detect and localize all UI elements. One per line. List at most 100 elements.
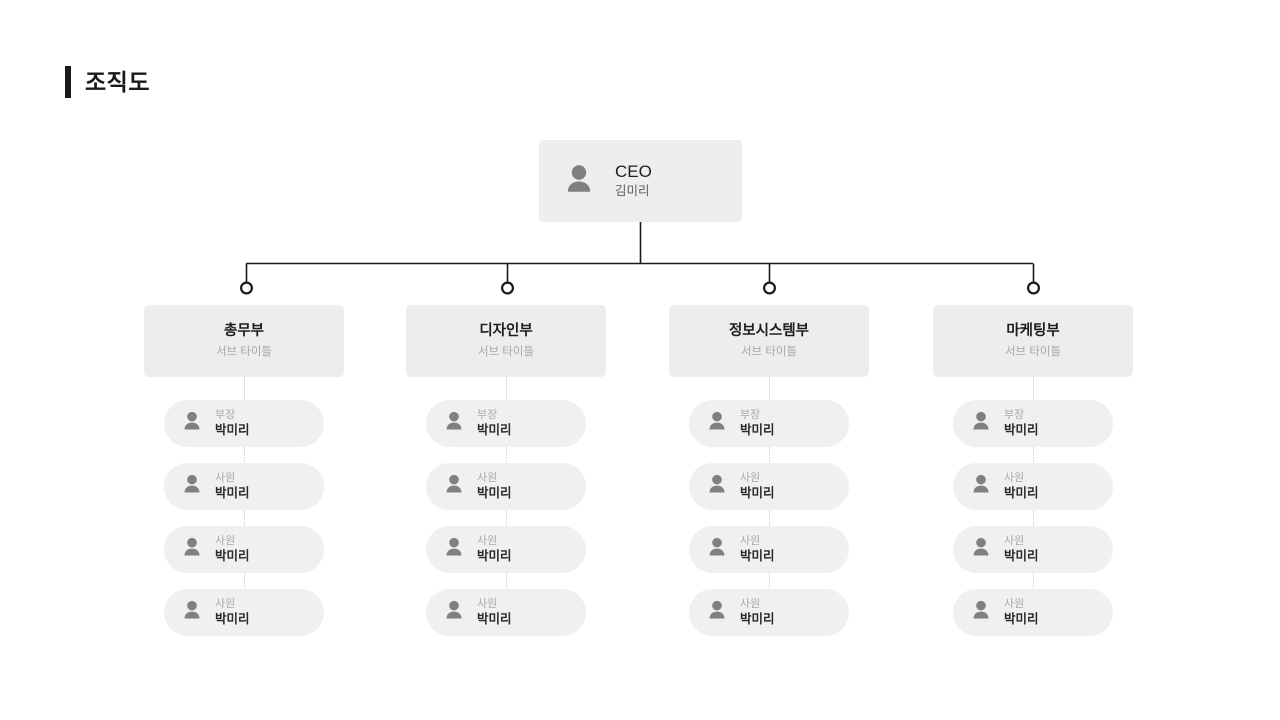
- member-role: 부장: [740, 409, 761, 422]
- person-icon: [969, 598, 993, 627]
- member-role: 사원: [477, 535, 498, 548]
- member-text: 사원 박미리: [215, 598, 250, 626]
- person-icon: [180, 535, 204, 564]
- member-role: 사원: [740, 598, 761, 611]
- member-text: 부장 박미리: [215, 409, 250, 437]
- member-list: 부장 박미리 사원 박미리: [406, 377, 606, 636]
- connector-node-circle-3: [762, 281, 776, 295]
- member-card[interactable]: 사원 박미리: [426, 463, 586, 510]
- member-text: 사원 박미리: [215, 535, 250, 563]
- member-card[interactable]: 사원 박미리: [164, 589, 324, 636]
- page-title: 조직도: [65, 66, 150, 98]
- member-card[interactable]: 사원 박미리: [689, 589, 849, 636]
- person-icon: [180, 472, 204, 501]
- member-role: 사원: [740, 472, 761, 485]
- member-card[interactable]: 사원 박미리: [164, 463, 324, 510]
- department-column: 마케팅부 서브 타이틀 부장 박미리: [933, 305, 1133, 636]
- person-icon: [969, 409, 993, 438]
- member-role: 부장: [215, 409, 236, 422]
- department-title: 정보시스템부: [728, 322, 810, 339]
- ceo-name: 김미리: [615, 183, 650, 198]
- member-text: 사원 박미리: [1004, 598, 1039, 626]
- department-card[interactable]: 정보시스템부 서브 타이틀: [669, 305, 869, 377]
- member-text: 사원 박미리: [740, 472, 775, 500]
- person-icon: [442, 535, 466, 564]
- person-icon: [705, 472, 729, 501]
- member-role: 사원: [477, 472, 498, 485]
- member-text: 부장 박미리: [477, 409, 512, 437]
- member-name: 박미리: [477, 612, 512, 627]
- member-text: 부장 박미리: [740, 409, 775, 437]
- person-icon: [705, 535, 729, 564]
- person-icon: [969, 535, 993, 564]
- member-text: 사원 박미리: [1004, 535, 1039, 563]
- member-role: 사원: [740, 535, 761, 548]
- member-card[interactable]: 부장 박미리: [953, 400, 1113, 447]
- member-text: 사원 박미리: [1004, 472, 1039, 500]
- member-text: 부장 박미리: [1004, 409, 1039, 437]
- department-card[interactable]: 디자인부 서브 타이틀: [406, 305, 606, 377]
- department-column: 디자인부 서브 타이틀 부장 박미리: [406, 305, 606, 636]
- member-card[interactable]: 사원 박미리: [164, 526, 324, 573]
- connector-node-circle-1: [240, 281, 254, 295]
- person-icon: [180, 598, 204, 627]
- member-role: 부장: [1004, 409, 1025, 422]
- member-card[interactable]: 사원 박미리: [689, 526, 849, 573]
- department-subtitle: 서브 타이틀: [1004, 345, 1062, 358]
- member-name: 박미리: [740, 612, 775, 627]
- person-icon: [180, 409, 204, 438]
- member-name: 박미리: [215, 486, 250, 501]
- member-card[interactable]: 부장 박미리: [426, 400, 586, 447]
- member-card[interactable]: 사원 박미리: [426, 526, 586, 573]
- member-name: 박미리: [1004, 486, 1039, 501]
- member-list: 부장 박미리 사원 박미리: [144, 377, 344, 636]
- member-role: 사원: [1004, 598, 1025, 611]
- member-name: 박미리: [215, 612, 250, 627]
- person-icon: [442, 409, 466, 438]
- member-card[interactable]: 사원 박미리: [953, 463, 1113, 510]
- title-accent-bar: [65, 66, 71, 98]
- department-subtitle: 서브 타이틀: [740, 345, 798, 358]
- ceo-card[interactable]: CEO 김미리: [539, 140, 742, 222]
- member-role: 부장: [477, 409, 498, 422]
- member-card[interactable]: 부장 박미리: [164, 400, 324, 447]
- member-text: 사원 박미리: [477, 535, 512, 563]
- person-icon: [705, 409, 729, 438]
- member-card[interactable]: 사원 박미리: [426, 589, 586, 636]
- member-card[interactable]: 부장 박미리: [689, 400, 849, 447]
- member-role: 사원: [1004, 472, 1025, 485]
- member-role: 사원: [215, 535, 236, 548]
- ceo-text: CEO 김미리: [615, 163, 652, 198]
- member-text: 사원 박미리: [477, 472, 512, 500]
- connector-node-circle-2: [501, 281, 515, 295]
- page-title-text: 조직도: [85, 68, 150, 95]
- person-icon: [561, 161, 597, 202]
- member-text: 사원 박미리: [740, 535, 775, 563]
- department-card[interactable]: 총무부 서브 타이틀: [144, 305, 344, 377]
- person-icon: [969, 472, 993, 501]
- department-subtitle: 서브 타이틀: [477, 345, 535, 358]
- member-name: 박미리: [1004, 612, 1039, 627]
- member-list: 부장 박미리 사원 박미리: [933, 377, 1133, 636]
- person-icon: [442, 472, 466, 501]
- person-icon: [705, 598, 729, 627]
- member-name: 박미리: [477, 486, 512, 501]
- member-list: 부장 박미리 사원 박미리: [669, 377, 869, 636]
- member-text: 사원 박미리: [477, 598, 512, 626]
- connector-node-circle-4: [1026, 281, 1040, 295]
- member-name: 박미리: [1004, 423, 1039, 438]
- member-name: 박미리: [477, 423, 512, 438]
- member-role: 사원: [215, 598, 236, 611]
- member-role: 사원: [215, 472, 236, 485]
- member-name: 박미리: [477, 549, 512, 564]
- department-column: 정보시스템부 서브 타이틀 부장 박미리: [669, 305, 869, 636]
- member-text: 사원 박미리: [740, 598, 775, 626]
- member-name: 박미리: [215, 549, 250, 564]
- member-card[interactable]: 사원 박미리: [953, 589, 1113, 636]
- member-card[interactable]: 사원 박미리: [689, 463, 849, 510]
- department-column: 총무부 서브 타이틀 부장 박미리: [144, 305, 344, 636]
- department-card[interactable]: 마케팅부 서브 타이틀: [933, 305, 1133, 377]
- department-title: 디자인부: [479, 322, 533, 339]
- member-name: 박미리: [740, 486, 775, 501]
- member-card[interactable]: 사원 박미리: [953, 526, 1113, 573]
